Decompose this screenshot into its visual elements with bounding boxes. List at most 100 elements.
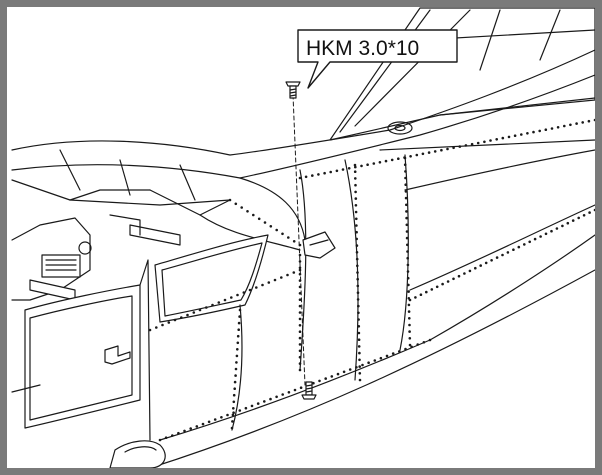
rivet xyxy=(298,330,302,334)
rivet xyxy=(561,224,564,228)
rivet xyxy=(357,345,361,348)
rivet xyxy=(406,250,409,253)
rivet xyxy=(355,230,358,234)
rivet xyxy=(269,225,273,228)
rivet xyxy=(407,310,411,313)
rivet xyxy=(483,140,486,144)
rivet xyxy=(299,386,303,390)
rivet xyxy=(391,352,395,355)
rivet xyxy=(588,211,591,214)
rivet xyxy=(234,374,237,377)
rivet xyxy=(318,379,321,383)
rivet xyxy=(235,354,239,358)
rivet xyxy=(213,418,217,421)
rivet xyxy=(233,387,236,391)
rivet xyxy=(476,141,480,145)
rivet xyxy=(408,337,412,340)
rivet xyxy=(452,277,455,281)
rivet xyxy=(577,216,580,220)
rivet xyxy=(354,204,358,207)
canopy xyxy=(11,149,301,251)
servo-bracket xyxy=(129,224,181,246)
rivet xyxy=(427,151,431,154)
rivet xyxy=(275,395,278,399)
rivet xyxy=(211,303,214,307)
callout: HKM 3.0*10 xyxy=(297,29,458,89)
rivet xyxy=(555,227,559,230)
rivet xyxy=(501,136,505,140)
rivet xyxy=(280,276,283,279)
rivet xyxy=(234,202,238,206)
screw-icon xyxy=(285,81,301,99)
rivet xyxy=(384,159,388,163)
rivet xyxy=(410,345,413,349)
rivet xyxy=(563,124,566,128)
rivet xyxy=(287,236,290,239)
rivet xyxy=(186,313,189,317)
rivet xyxy=(273,278,277,282)
rivet xyxy=(517,245,521,249)
rivet xyxy=(148,328,152,332)
rivet xyxy=(355,224,358,227)
rivet xyxy=(474,266,477,270)
rivet xyxy=(329,170,333,174)
rivet xyxy=(275,228,279,232)
rivet xyxy=(523,243,526,246)
rivet xyxy=(409,155,412,158)
callout-label: HKM 3.0*10 xyxy=(306,37,419,60)
rivet xyxy=(164,436,168,440)
rivet xyxy=(292,271,296,274)
rivet xyxy=(464,144,468,147)
rivet xyxy=(311,174,314,177)
rivet xyxy=(404,196,408,200)
rivet xyxy=(232,400,236,404)
rivet xyxy=(507,135,511,139)
rivet xyxy=(407,303,411,307)
rivet xyxy=(353,170,357,173)
rivet xyxy=(373,359,377,362)
rivet xyxy=(405,203,408,207)
rivet xyxy=(358,372,362,375)
rivet xyxy=(406,270,410,273)
rivet xyxy=(220,416,223,419)
rivet xyxy=(353,163,357,167)
rivet xyxy=(298,298,302,302)
rivet xyxy=(403,156,407,160)
rivet xyxy=(422,341,426,344)
rivet xyxy=(593,118,595,122)
rivet xyxy=(406,276,410,280)
rivet xyxy=(298,176,302,180)
rivet xyxy=(298,362,302,365)
rivet xyxy=(267,281,271,284)
rivet xyxy=(167,321,171,324)
rivet xyxy=(405,216,408,220)
rivet xyxy=(231,420,234,423)
rivet xyxy=(360,164,363,168)
rivet xyxy=(566,221,570,225)
rivet xyxy=(355,366,358,369)
rivet xyxy=(341,168,345,171)
rivet xyxy=(298,368,302,372)
rivet xyxy=(407,283,410,287)
rivet xyxy=(571,219,575,222)
rivet xyxy=(236,293,239,297)
rivet xyxy=(358,358,361,362)
rivet xyxy=(404,170,407,173)
rivet xyxy=(236,334,240,338)
rivet xyxy=(415,153,419,157)
rivet xyxy=(495,256,499,259)
screw-axis xyxy=(292,94,306,386)
rivet xyxy=(446,147,449,151)
rivet xyxy=(544,128,548,131)
rivet xyxy=(269,397,272,401)
rivet xyxy=(397,157,400,160)
rivet xyxy=(372,162,376,165)
rivet xyxy=(263,400,266,403)
rivet xyxy=(533,237,537,241)
rivet xyxy=(298,317,302,321)
rivet xyxy=(404,190,408,193)
rivet xyxy=(236,341,240,345)
rivet xyxy=(512,248,515,251)
cockpit-interior xyxy=(11,214,181,301)
rivet xyxy=(356,298,360,301)
